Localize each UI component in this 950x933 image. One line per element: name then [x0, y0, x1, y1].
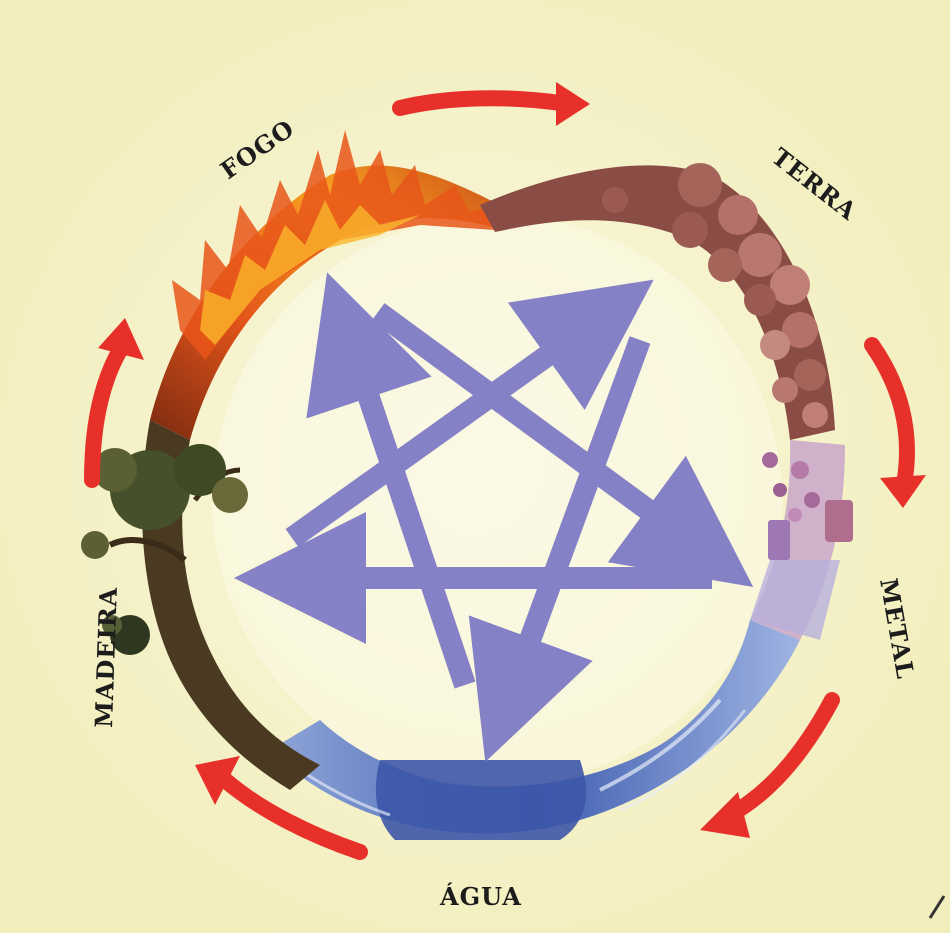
- label-wood: MADEIRA: [89, 586, 123, 728]
- label-water: ÁGUA: [439, 882, 522, 911]
- inner-circle: [212, 215, 782, 785]
